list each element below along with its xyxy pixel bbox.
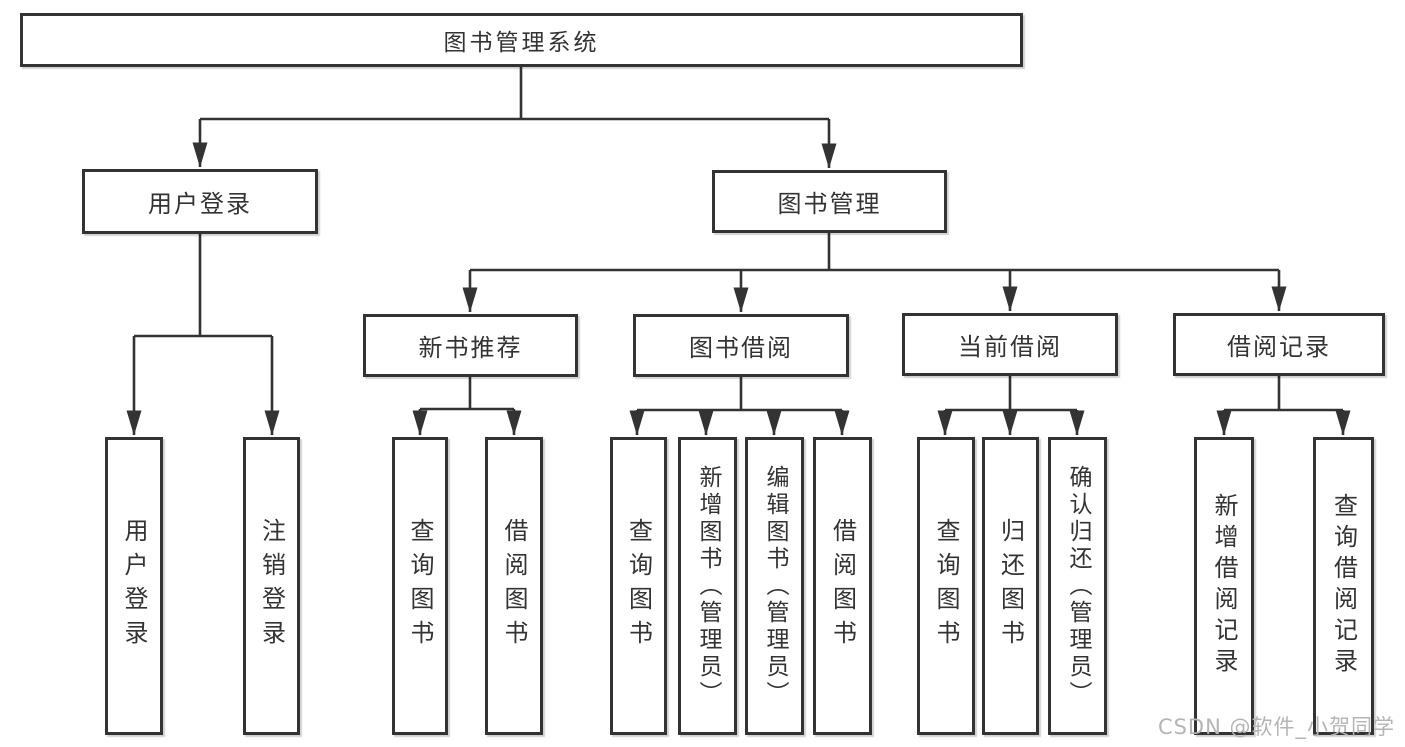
node-label: 借阅图书 [500, 518, 528, 654]
node-label: 借阅图书 [828, 518, 857, 654]
node-logout: 注销登录 [243, 437, 300, 735]
node-confirm-return-admin: 确认归还（管理员） [1048, 437, 1107, 735]
node-return-books: 归还图书 [982, 437, 1039, 735]
node-borrow-books: 借阅图书 [813, 437, 872, 735]
node-label: 新增借阅记录 [1210, 493, 1238, 679]
node-label: 用户登录 [120, 518, 148, 654]
node-add-borrow-record: 新增借阅记录 [1194, 437, 1254, 735]
node-label: 编辑图书（管理员） [762, 464, 788, 708]
node-query-books: 查询图书 [917, 437, 975, 735]
connector-bookborrow-rail [637, 377, 842, 412]
connector-userlogin-rail [134, 234, 272, 338]
node-label: 新书推荐 [418, 334, 523, 362]
node-book-borrowing: 图书借阅 [633, 314, 849, 377]
node-borrowing-records: 借阅记录 [1173, 313, 1385, 376]
node-add-books-admin: 新增图书（管理员） [678, 437, 737, 735]
node-label: 归还图书 [996, 518, 1025, 654]
node-borrow-books: 借阅图书 [485, 437, 543, 735]
node-edit-books-admin: 编辑图书（管理员） [745, 437, 804, 735]
node-new-book-recommendation: 新书推荐 [363, 314, 578, 377]
node-label: 查询图书 [932, 518, 960, 654]
node-label: 当前借阅 [958, 333, 1062, 361]
connector-currentborrow-rail [945, 376, 1077, 412]
connector-bookmgmt-rail [470, 233, 1279, 272]
node-label: 新增图书（管理员） [695, 464, 721, 708]
node-query-borrow-record: 查询借阅记录 [1313, 437, 1374, 735]
connector-newbook-rail [420, 377, 514, 411]
node-user-login: 用户登录 [82, 169, 318, 234]
node-library-management-system: 图书管理系统 [20, 13, 1023, 67]
node-label: 图书借阅 [689, 334, 793, 362]
node-label: 确认归还（管理员） [1065, 464, 1091, 708]
node-current-borrowing: 当前借阅 [902, 313, 1118, 376]
node-query-books: 查询图书 [610, 437, 667, 735]
node-label: 注销登录 [257, 518, 286, 654]
node-label: 用户登录 [148, 190, 252, 218]
node-user-login-leaf: 用户登录 [105, 437, 163, 735]
connector-records-rail [1224, 376, 1343, 412]
node-label: 图书管理系统 [443, 30, 600, 56]
node-book-management: 图书管理 [712, 170, 947, 233]
node-label: 查询图书 [624, 518, 653, 654]
node-label: 查询图书 [406, 518, 434, 654]
node-label: 图书管理 [777, 190, 882, 218]
node-query-books: 查询图书 [392, 437, 448, 735]
node-label: 借阅记录 [1227, 333, 1331, 361]
watermark: CSDN @软件_小贺同学 [1157, 715, 1395, 739]
node-label: 查询借阅记录 [1329, 493, 1358, 679]
connector-root-rail [200, 67, 829, 121]
